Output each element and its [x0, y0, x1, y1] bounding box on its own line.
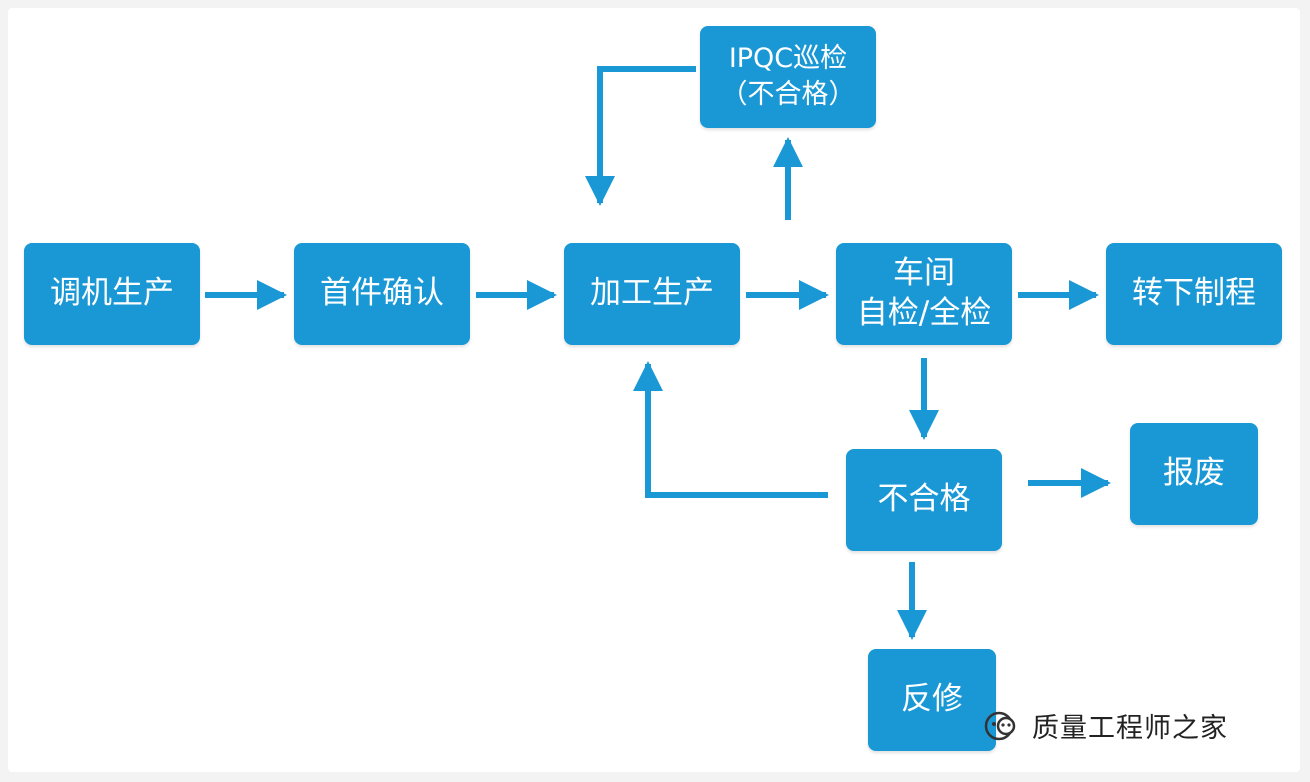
node-transfer-next-process-label: 转下制程 [1132, 275, 1256, 312]
node-ipqc-patrol-line1: IPQC巡检 [728, 42, 848, 74]
node-nonconforming: 不合格 [846, 449, 1002, 551]
node-processing-production: 加工生产 [564, 243, 740, 345]
arrow-nonconforming-back-to-processing [633, 361, 828, 498]
node-first-article-confirmation-label: 首件确认 [320, 275, 444, 312]
watermark-text: 质量工程师之家 [1032, 713, 1228, 744]
node-transfer-next-process: 转下制程 [1106, 243, 1282, 345]
node-debug-production: 调机生产 [24, 243, 200, 345]
node-scrap: 报废 [1130, 423, 1258, 525]
node-workshop-inspection: 车间 自检/全检 [836, 243, 1012, 345]
node-workshop-inspection-line2: 自检/全检 [856, 295, 992, 331]
node-processing-production-label: 加工生产 [590, 275, 714, 312]
arrow-ipqc-back-to-processing [585, 66, 696, 206]
node-first-article-confirmation: 首件确认 [294, 243, 470, 345]
node-rework: 反修 [868, 649, 996, 751]
node-ipqc-patrol: IPQC巡检 （不合格） [700, 26, 876, 128]
node-workshop-inspection-line1: 车间 [893, 255, 955, 292]
watermark: 质量工程师之家 [982, 706, 1228, 745]
node-debug-production-label: 调机生产 [50, 275, 174, 312]
node-scrap-label: 报废 [1163, 455, 1225, 492]
node-nonconforming-label: 不合格 [877, 481, 971, 518]
wechat-official-account-icon [984, 711, 1016, 740]
node-ipqc-patrol-line2: （不合格） [720, 79, 856, 110]
node-rework-label: 反修 [901, 681, 963, 718]
